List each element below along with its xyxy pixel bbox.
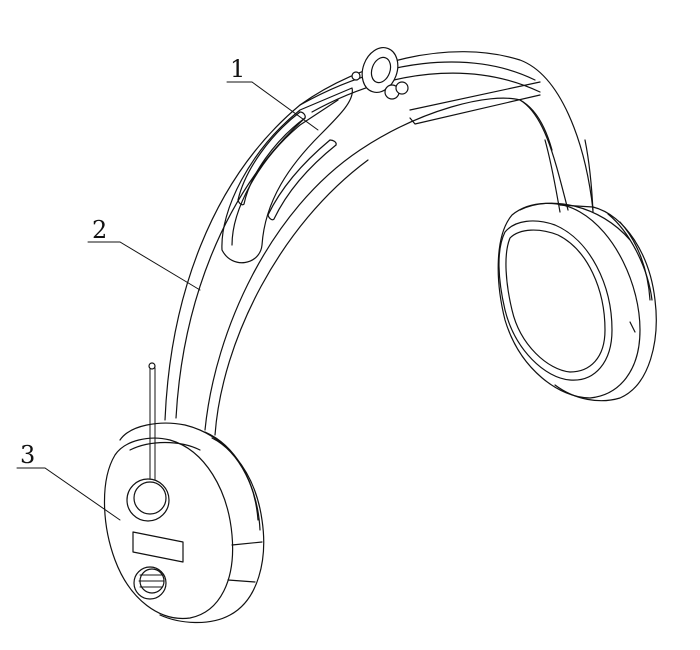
label-2-text: 2 xyxy=(92,216,107,244)
leader-line-1 xyxy=(226,81,319,131)
adjuster-plate xyxy=(221,47,409,264)
headband xyxy=(164,51,594,436)
label-1-text: 1 xyxy=(230,55,245,83)
left-ear-cup xyxy=(103,362,265,624)
right-ear-cup xyxy=(497,202,657,402)
leader-line-3 xyxy=(16,467,121,521)
label-3-text: 3 xyxy=(20,441,35,469)
label-1: 1 xyxy=(226,55,319,131)
label-2: 2 xyxy=(87,216,201,291)
leader-line-2 xyxy=(87,241,201,291)
label-3: 3 xyxy=(16,441,121,521)
